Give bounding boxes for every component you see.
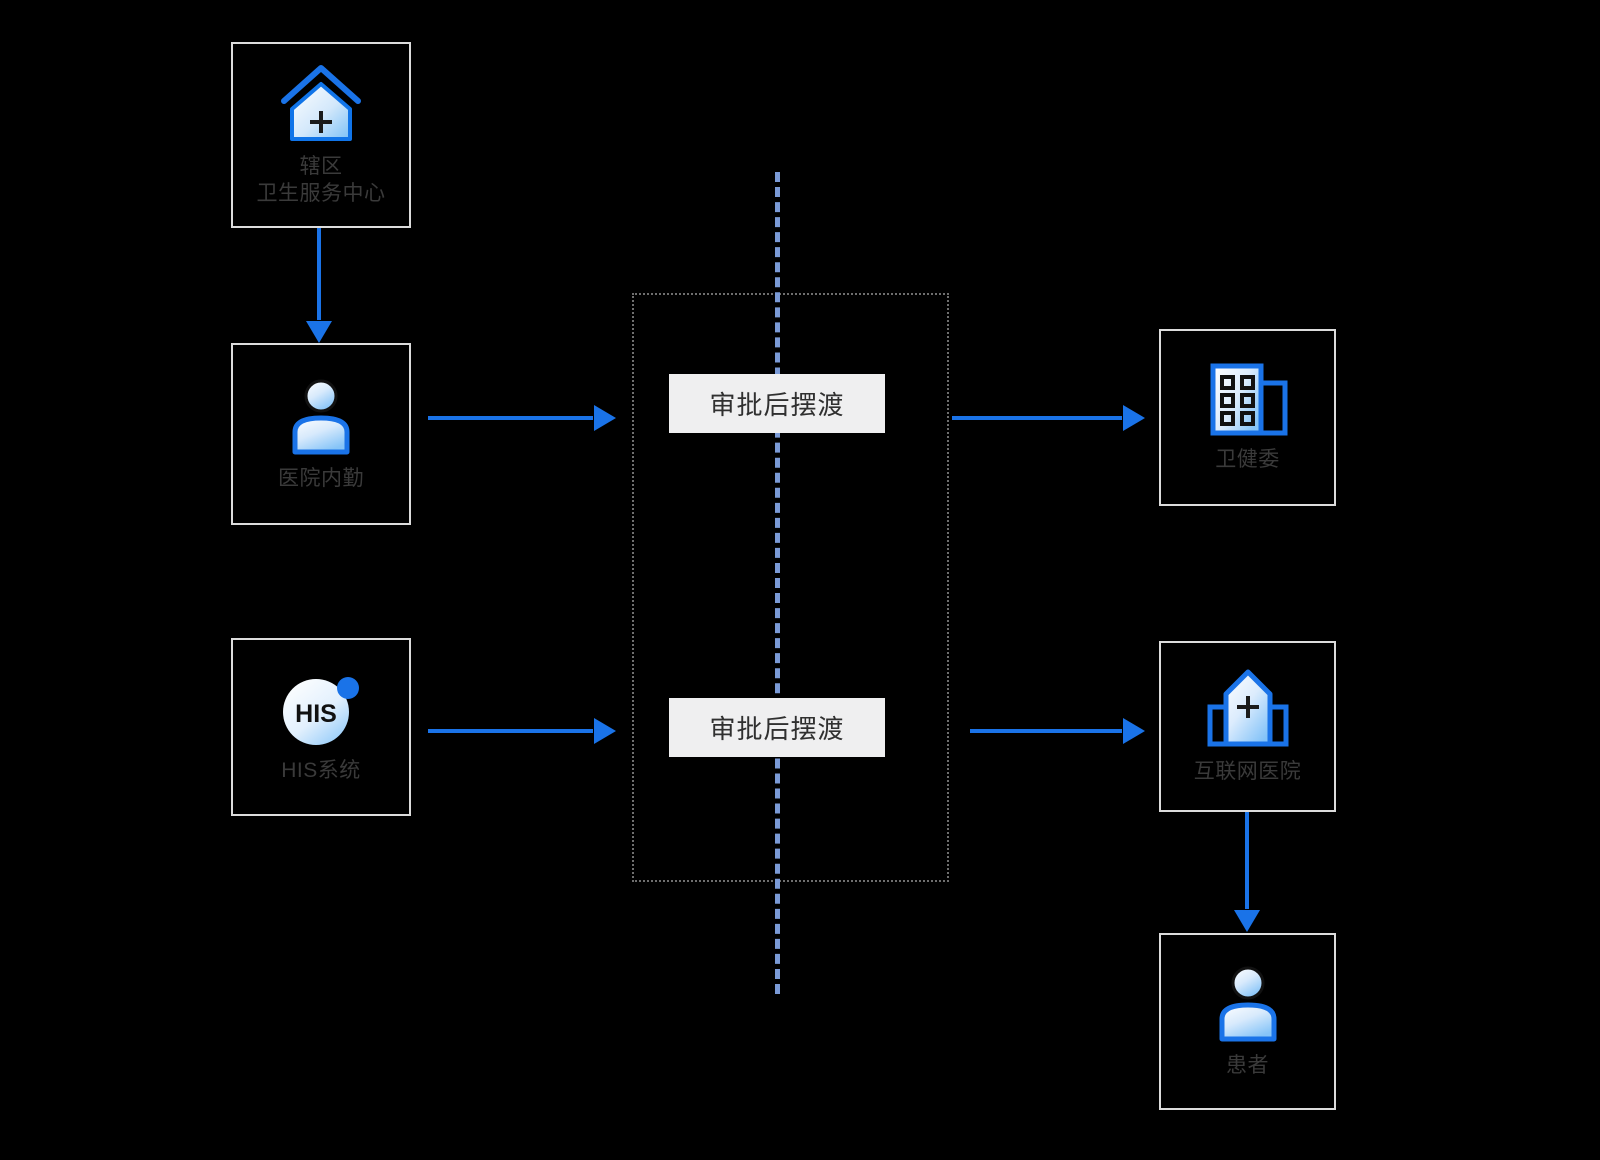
node-hospital-office-staff[interactable]: 医院内勤 [231, 343, 411, 525]
arrow-internet-hospital-to-patient [1245, 812, 1249, 909]
node-internet-hospital[interactable]: 互联网医院 [1159, 641, 1336, 812]
arrow-center-to-office [317, 228, 321, 320]
ferry-zone-group [632, 293, 949, 882]
process-ferry-top[interactable]: 审批后摆渡 [669, 374, 885, 433]
arrow-his-to-ferry-bottom [428, 729, 593, 733]
hospital-house-icon [278, 62, 364, 144]
arrow-office-to-ferry-top [428, 416, 593, 420]
node-label: 辖区 卫生服务中心 [256, 155, 386, 205]
node-label: HIS系统 [281, 758, 361, 782]
process-label: 审批后摆渡 [709, 390, 845, 420]
node-label: 医院内勤 [278, 466, 364, 490]
network-boundary-divider [775, 172, 780, 994]
process-ferry-bottom[interactable]: 审批后摆渡 [669, 698, 885, 757]
node-patient[interactable]: 患者 [1159, 933, 1336, 1110]
arrow-ferry-top-to-commission [952, 416, 1122, 420]
internet-hospital-icon [1204, 667, 1292, 749]
his-circle-icon: HIS [276, 670, 366, 748]
person-icon [283, 376, 359, 456]
node-his-system[interactable]: HIS HIS系统 [231, 638, 411, 816]
node-health-commission[interactable]: 卫健委 [1159, 329, 1336, 506]
person-icon [1210, 963, 1286, 1043]
svg-text:HIS: HIS [295, 700, 337, 728]
process-label: 审批后摆渡 [709, 714, 845, 744]
arrow-ferry-bottom-to-internet-hospital [970, 729, 1122, 733]
node-label: 卫健委 [1215, 448, 1280, 472]
node-community-health-center[interactable]: 辖区 卫生服务中心 [231, 42, 411, 228]
office-building-icon [1207, 361, 1289, 437]
node-label: 患者 [1226, 1054, 1269, 1078]
node-label: 互联网医院 [1193, 760, 1302, 784]
